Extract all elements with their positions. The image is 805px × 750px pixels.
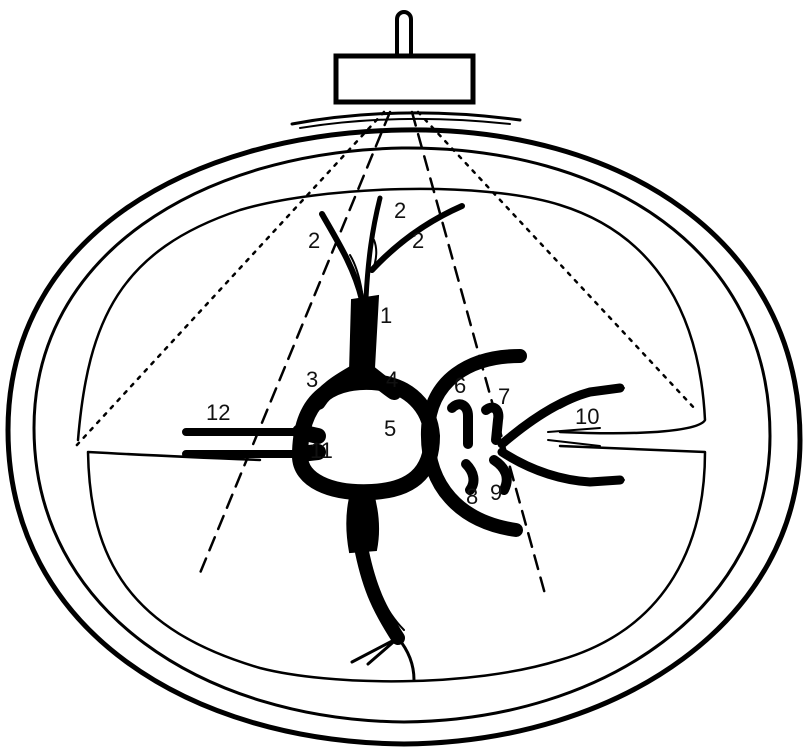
vessel-10-upper xyxy=(502,388,620,444)
label-11: 11 xyxy=(310,438,333,463)
label-2-top: 2 xyxy=(394,198,406,223)
label-10: 10 xyxy=(575,404,599,429)
label-1: 1 xyxy=(380,303,392,328)
label-2-left: 2 xyxy=(308,228,320,253)
label-12: 12 xyxy=(206,400,230,425)
label-4: 4 xyxy=(386,367,398,392)
label-5: 5 xyxy=(384,416,396,441)
vessel-posterior-upper xyxy=(347,490,378,552)
label-3: 3 xyxy=(306,367,318,392)
vessel-2-mid xyxy=(366,198,380,298)
label-7: 7 xyxy=(498,384,510,409)
transducer-probe xyxy=(292,12,520,128)
label-9: 9 xyxy=(490,480,502,505)
vessel-1-trunk xyxy=(350,296,378,372)
vessel-10-lower xyxy=(502,452,620,482)
vessel-network xyxy=(186,198,624,680)
vessel-6 xyxy=(452,404,468,444)
label-8: 8 xyxy=(466,484,478,509)
vessel-7 xyxy=(486,408,498,440)
label-2-right: 2 xyxy=(412,228,424,253)
label-6: 6 xyxy=(454,373,466,398)
vessel-12 xyxy=(186,432,300,454)
